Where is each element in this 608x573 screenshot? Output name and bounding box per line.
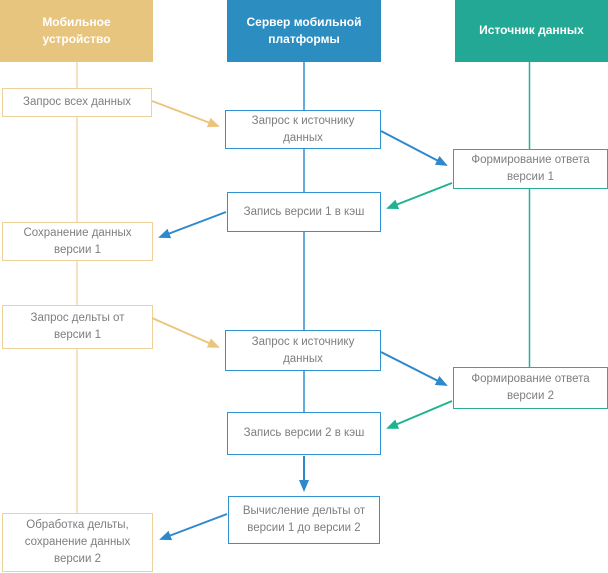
node-form-response-v1: Формирование ответа версии 1 xyxy=(453,149,608,189)
node-compute-delta-v1-v2: Вычисление дельты от версии 1 до версии … xyxy=(228,496,380,544)
node-request-delta-from-v1: Запрос дельты от версии 1 xyxy=(2,305,153,349)
node-form-response-v2: Формирование ответа версии 2 xyxy=(453,367,608,409)
node-write-v2-to-cache: Запись версии 2 в кэш xyxy=(227,412,381,455)
arrow-request-delta-from-v1-to-request-to-source-2 xyxy=(151,317,220,348)
arrow-request-to-source-2-to-form-response-v2 xyxy=(380,351,448,386)
arrow-compute-delta-to-process-delta xyxy=(159,513,228,541)
arrow-request-to-source-1-to-form-response-v1 xyxy=(380,130,448,166)
lane-header-source: Источник данных xyxy=(455,0,608,62)
arrow-form-response-v2-to-write-v2-to-cache xyxy=(386,400,453,429)
node-save-data-v1: Сохранение данных версии 1 xyxy=(2,222,153,261)
node-request-to-source-1: Запрос к источнику данных xyxy=(225,110,381,149)
arrow-request-all-data-to-request-to-source-1 xyxy=(151,100,220,128)
node-write-v1-to-cache: Запись версии 1 в кэш xyxy=(227,192,381,232)
arrow-write-v1-to-cache-to-save-data-v1 xyxy=(158,211,227,239)
lane-header-mobile: Мобильное устройство xyxy=(0,0,153,62)
node-request-all-data: Запрос всех данных xyxy=(2,88,152,117)
node-request-to-source-2: Запрос к источнику данных xyxy=(225,330,381,371)
node-process-delta-save-v2: Обработка дельты, сохранение данных верс… xyxy=(2,513,153,572)
lane-header-server: Сервер мобильной платформы xyxy=(227,0,381,62)
arrow-form-response-v1-to-write-v1-to-cache xyxy=(386,182,453,210)
